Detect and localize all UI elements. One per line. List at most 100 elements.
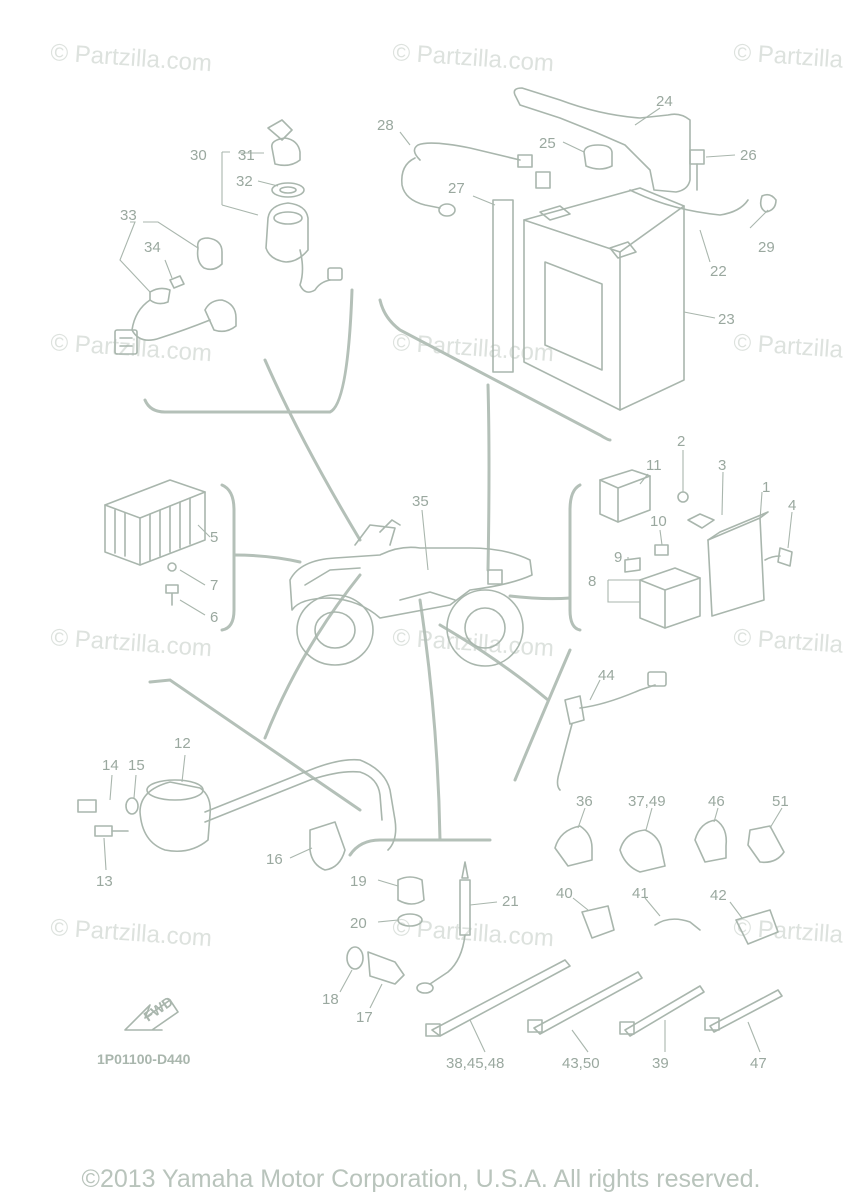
clamp-42-icon <box>735 909 779 945</box>
sender-group <box>346 861 471 994</box>
callout-42: 42 <box>710 887 727 904</box>
bolt-14-icon <box>77 799 97 813</box>
sensor-17-icon <box>367 951 405 985</box>
callout-16: 16 <box>266 851 283 868</box>
callout-29: 29 <box>758 239 775 256</box>
screw-29-icon <box>759 193 777 213</box>
callout-25: 25 <box>539 135 556 152</box>
callout-31: 31 <box>238 147 255 164</box>
forward-arrow: FWD <box>124 993 179 1031</box>
lead-44-group <box>556 671 667 791</box>
relay-group <box>599 469 793 629</box>
battery-bracket-icon <box>513 87 691 193</box>
callout-15: 15 <box>128 757 145 774</box>
watermark: © Partzilla.com <box>733 39 843 77</box>
bolt-13-icon <box>94 825 113 837</box>
connector-icon <box>327 267 343 281</box>
screw-2-icon <box>677 491 689 503</box>
bracket-battery-group <box>378 298 612 442</box>
callout-10: 10 <box>650 513 667 530</box>
clamp-41-icon <box>654 918 701 931</box>
copyright-text: ©2013 Yamaha Motor Corporation, U.S.A. A… <box>82 1165 761 1193</box>
band-47-icon <box>709 989 783 1033</box>
callout-12: 12 <box>174 735 191 752</box>
connector-battery <box>486 383 491 572</box>
clamp-51-icon <box>747 825 785 864</box>
callout-19: 19 <box>350 873 367 890</box>
bracket-sender-group <box>348 838 492 857</box>
watermark: © Partzilla.com <box>392 914 555 952</box>
relay-11-icon <box>599 469 651 523</box>
bracket-3-icon <box>687 513 715 529</box>
callout-21: 21 <box>502 893 519 910</box>
fuse-10-icon <box>654 544 669 556</box>
connector-sensor <box>438 623 550 702</box>
connector-sender <box>418 598 442 842</box>
cap-icon <box>270 137 301 167</box>
callout-7: 7 <box>210 577 218 594</box>
battery-cable-22-icon <box>629 189 749 216</box>
socket-connector-icon <box>114 329 138 355</box>
callout-23: 23 <box>718 311 735 328</box>
callout-18: 18 <box>322 991 339 1008</box>
washer-18-icon <box>346 946 364 970</box>
control-unit-1-icon <box>707 517 765 617</box>
watermark: © Partzilla.com <box>50 329 213 367</box>
watermark-layer: © Partzilla.com © Partzilla.com © Partzi… <box>50 39 843 952</box>
connector-relay <box>508 594 572 601</box>
atv-body <box>289 546 533 619</box>
main-switch-icon <box>265 202 309 263</box>
sensor-44-icon <box>564 695 585 725</box>
callout-28: 28 <box>377 117 394 134</box>
watermark: © Partzilla.com <box>392 39 555 77</box>
callout-3: 3 <box>718 457 726 474</box>
callout-41: 41 <box>632 885 649 902</box>
clamp-40-icon <box>581 905 615 939</box>
watermark: © Partzilla.com <box>733 329 843 367</box>
bracket-rectifier-group <box>220 483 236 632</box>
atv-battery-location <box>487 569 503 585</box>
clamp-36-icon <box>554 825 593 867</box>
washer-15-icon <box>125 797 139 815</box>
callout-32: 32 <box>236 173 253 190</box>
bolt-6-icon <box>165 584 179 606</box>
tube-tip-icon <box>461 861 469 879</box>
callout-33: 33 <box>120 207 137 224</box>
rectifier-regulator-icon <box>104 479 206 566</box>
bolt-26-icon <box>689 149 705 165</box>
callout-36: 36 <box>576 793 593 810</box>
connector-rectifier <box>232 553 302 564</box>
thermo-switch-19-icon <box>397 876 425 905</box>
watermark: © Partzilla.com <box>50 914 213 952</box>
atv-illustration <box>289 519 533 667</box>
battery-cable-28-icon <box>400 157 441 209</box>
rectifier-group <box>104 479 206 606</box>
callout-5: 5 <box>210 529 218 546</box>
bracket-relay-group <box>568 483 582 632</box>
watermark: © Partzilla.com <box>50 624 213 662</box>
callout-35: 35 <box>412 493 429 510</box>
callout-17: 17 <box>356 1009 373 1026</box>
callout-8: 8 <box>588 573 596 590</box>
fuse-9-icon <box>624 557 641 573</box>
callout-24: 24 <box>656 93 673 110</box>
diagram-code: 1P01100-D440 <box>97 1051 191 1067</box>
plug-cap-16-icon <box>309 821 346 871</box>
washer-icon <box>271 182 305 198</box>
watermark: © Partzilla.com <box>392 329 555 367</box>
band-43-50-icon <box>533 971 643 1035</box>
callout-4: 4 <box>788 497 796 514</box>
band-38-45-48-icon <box>431 959 571 1037</box>
watermark: © Partzilla.com <box>50 39 213 77</box>
callout-27: 27 <box>448 180 465 197</box>
coil-group <box>77 758 397 871</box>
bracket-coil-group <box>148 678 362 812</box>
watermark: © Partzilla.com <box>733 624 843 662</box>
clamp-group <box>425 819 785 1037</box>
battery-group <box>400 87 777 411</box>
ignition-coil-12-icon <box>139 781 212 853</box>
callout-38-45-48: 38,45,48 <box>446 1055 504 1072</box>
battery-23-icon <box>523 187 685 411</box>
callout-9: 9 <box>614 549 622 566</box>
